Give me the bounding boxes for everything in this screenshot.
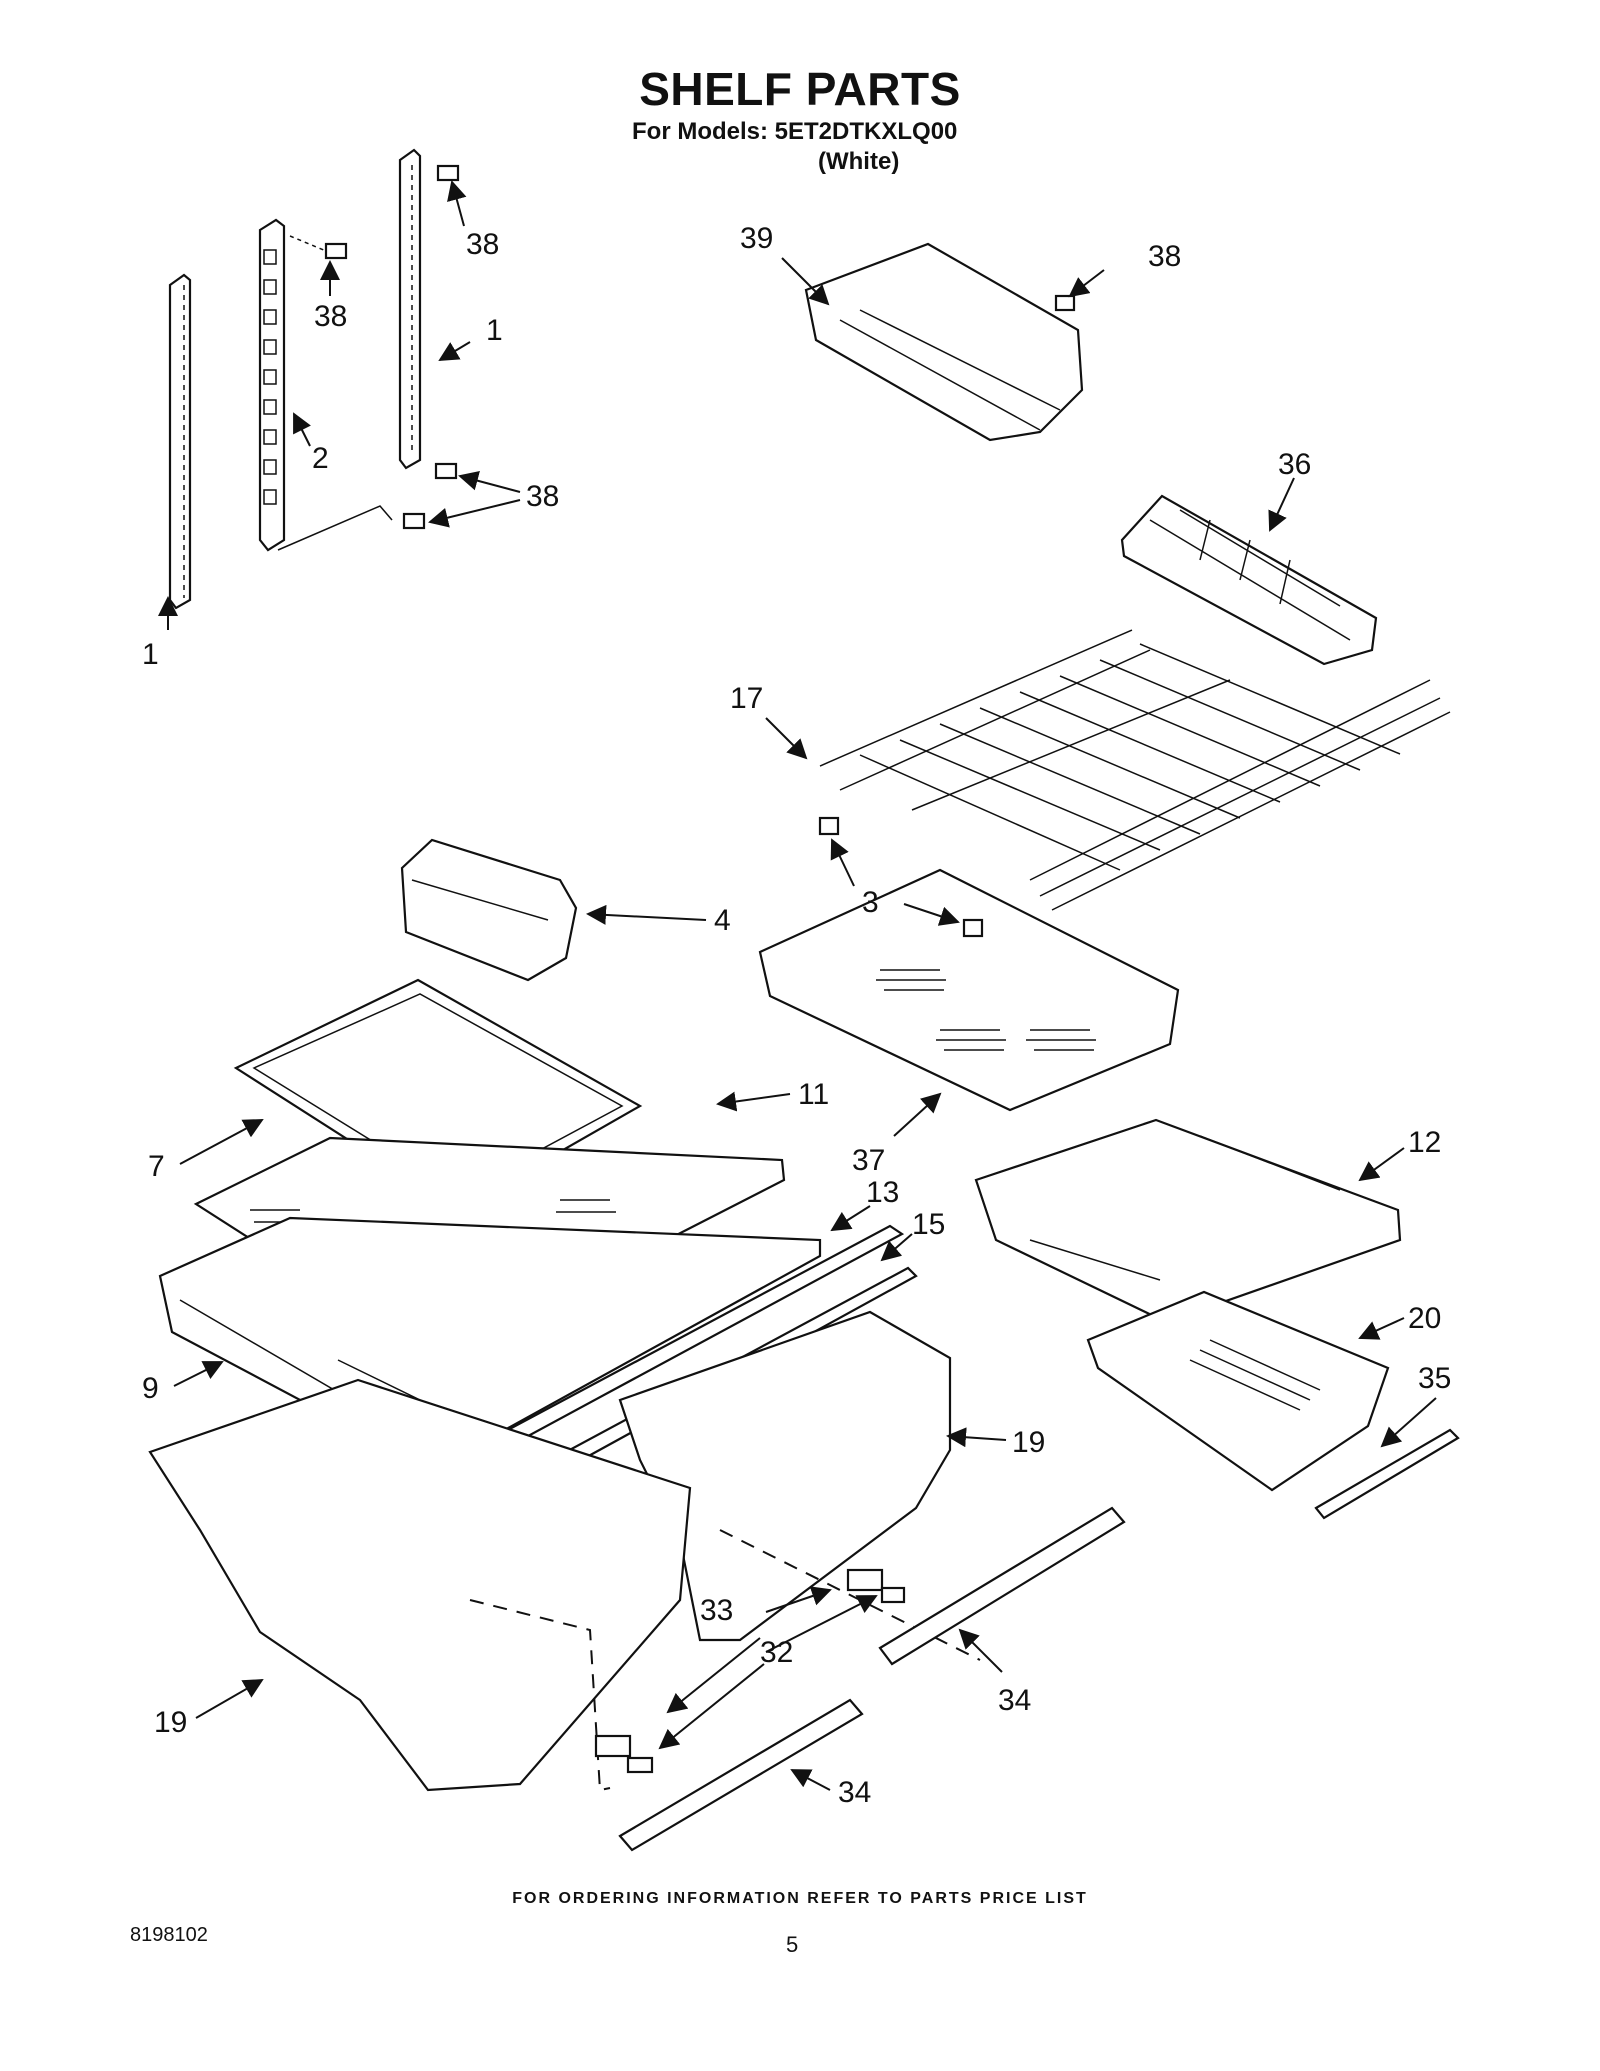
document-number: 8198102: [130, 1924, 208, 1946]
drawer-trim-bar: [618, 1698, 864, 1852]
callout-20: 20: [1408, 1302, 1441, 1335]
screw: [434, 462, 458, 480]
shelf-rail-slotted: [258, 218, 286, 552]
callout-34: 34: [838, 1776, 871, 1809]
shelf-rail-right: [398, 148, 422, 470]
callout-12: 12: [1408, 1126, 1441, 1159]
page-title: SHELF PARTS: [639, 63, 961, 115]
callout-39: 39: [740, 222, 773, 255]
callout-11: 11: [798, 1078, 829, 1111]
callout-13: 13: [866, 1176, 899, 1209]
ordering-note: FOR ORDERING INFORMATION REFER TO PARTS …: [512, 1890, 1088, 1907]
screw: [289, 235, 348, 260]
callout-7: 7: [148, 1150, 165, 1183]
callout-2: 2: [312, 442, 329, 475]
dairy-tray: [804, 242, 1084, 442]
screw: [436, 164, 460, 182]
color-variant: (White): [818, 148, 900, 175]
callout-19: 19: [1012, 1426, 1045, 1459]
drawer-slide-stop: [880, 1586, 906, 1604]
drawer-slide-clip: [846, 1568, 884, 1592]
callout-33: 33: [700, 1594, 733, 1627]
shelf-rail-left: [168, 273, 192, 610]
meat-pan: [1086, 1290, 1390, 1492]
models-line: For Models: 5ET2DTKXLQ00: [632, 118, 958, 145]
glass-shelf-with-frame: [758, 868, 1180, 1112]
callout-1: 1: [486, 314, 503, 347]
callout-15: 15: [912, 1208, 945, 1241]
drawer-slide-stop: [626, 1756, 654, 1774]
callout-17: 17: [730, 682, 763, 715]
callout-38: 38: [526, 480, 559, 513]
screw: [1054, 294, 1076, 312]
page-number: 5: [786, 1932, 799, 1957]
drawer-slide-clip: [594, 1734, 632, 1758]
callout-4: 4: [714, 904, 731, 937]
wire-shelf: [819, 629, 1451, 911]
callout-3: 3: [862, 886, 879, 919]
callout-37: 37: [852, 1144, 885, 1177]
callout-38: 38: [1148, 240, 1181, 273]
shelf-support-peg: [962, 918, 984, 938]
callout-38: 38: [466, 228, 499, 261]
storage-bin: [400, 838, 578, 982]
screw: [402, 512, 426, 530]
callout-38: 38: [314, 300, 347, 333]
callout-32: 32: [760, 1636, 793, 1669]
pan-trim: [1314, 1428, 1460, 1520]
callout-1: 1: [142, 638, 159, 671]
callout-34: 34: [998, 1684, 1031, 1717]
drawer-trim-bar: [878, 1506, 1126, 1666]
callout-36: 36: [1278, 448, 1311, 481]
ice-cube-tray: [1120, 494, 1378, 666]
callout-9: 9: [142, 1372, 159, 1405]
callout-35: 35: [1418, 1362, 1451, 1395]
shelf-support-peg: [818, 816, 840, 836]
drawer-frame: [974, 1118, 1402, 1324]
callout-19: 19: [154, 1706, 187, 1739]
crisper-drawer-left: [148, 1378, 692, 1792]
